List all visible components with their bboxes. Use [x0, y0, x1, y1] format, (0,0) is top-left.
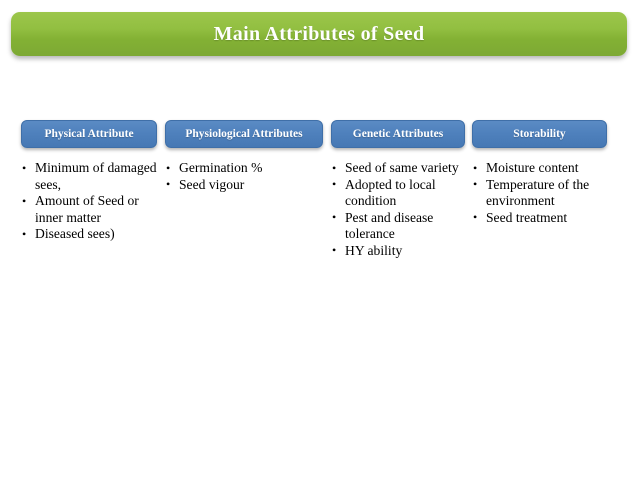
attribute-column-physiological: Physiological Attributes Germination % S… [165, 120, 323, 193]
column-header-label: Storability [513, 128, 566, 140]
bullet-list-physiological: Germination % Seed vigour [165, 160, 323, 193]
bullet-list-genetic: Seed of same variety Adopted to local co… [331, 160, 465, 259]
attribute-column-genetic: Genetic Attributes Seed of same variety … [331, 120, 465, 259]
column-header-genetic[interactable]: Genetic Attributes [331, 120, 465, 148]
column-header-label: Physiological Attributes [185, 128, 303, 140]
list-item: HY ability [331, 242, 465, 260]
list-item: Germination % [165, 160, 323, 177]
list-item: Adopted to local condition [331, 176, 465, 210]
list-item: Seed vigour [165, 176, 323, 194]
list-item: Minimum of damaged sees, [21, 160, 157, 193]
list-item: Seed treatment [472, 209, 607, 227]
column-header-storability[interactable]: Storability [472, 120, 607, 148]
column-header-label: Genetic Attributes [352, 128, 444, 140]
bullet-list-physical: Minimum of damaged sees, Amount of Seed … [21, 160, 157, 243]
column-header-physical[interactable]: Physical Attribute [21, 120, 157, 148]
attribute-columns: Physical Attribute Minimum of damaged se… [0, 120, 638, 340]
bullet-list-storability: Moisture content Temperature of the envi… [472, 160, 607, 226]
list-item: Pest and disease tolerance [331, 209, 465, 243]
list-item: Seed of same variety [331, 160, 465, 177]
page-title: Main Attributes of Seed [213, 22, 425, 45]
list-item: Moisture content [472, 160, 607, 177]
list-item: Temperature of the environment [472, 176, 607, 210]
column-header-physiological[interactable]: Physiological Attributes [165, 120, 323, 148]
list-item: Diseased sees) [21, 226, 157, 243]
column-header-label: Physical Attribute [44, 128, 134, 140]
slide-title-banner: Main Attributes of Seed [11, 12, 627, 56]
attribute-column-physical: Physical Attribute Minimum of damaged se… [21, 120, 157, 243]
list-item: Amount of Seed or inner matter [21, 193, 157, 226]
attribute-column-storability: Storability Moisture content Temperature… [472, 120, 607, 226]
